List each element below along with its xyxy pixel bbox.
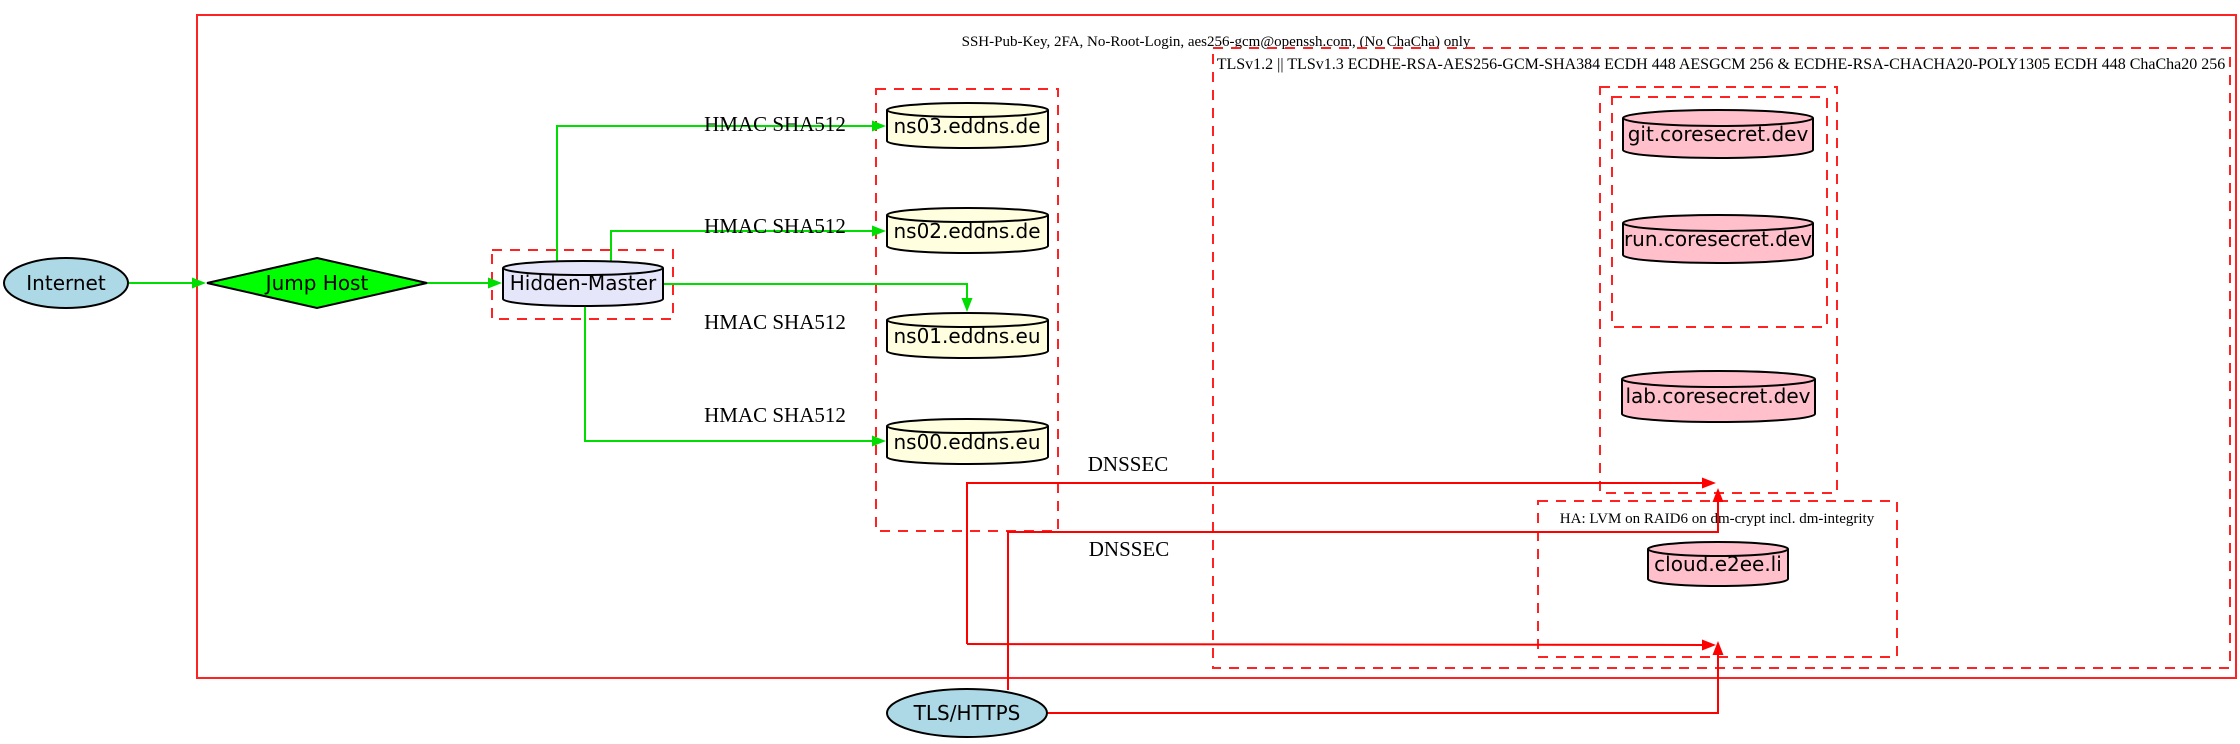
- edge-dnssec-lower: [966, 643, 1703, 646]
- ns00-cylinder-lens: [886, 425, 1049, 434]
- tls-https-label: TLS/HTTPS: [913, 701, 1021, 725]
- edge-label-hmac-ns03: HMAC SHA512: [704, 112, 846, 136]
- internet-label: Internet: [26, 271, 106, 295]
- edge-label-dnssec-2: DNSSEC: [1089, 537, 1170, 561]
- green-edges: [128, 120, 973, 447]
- node-ns01: ns01.eddns.eu: [886, 312, 1049, 359]
- node-run: run.coresecret.dev: [1622, 214, 1814, 264]
- ns01-cylinder-lens: [886, 319, 1049, 328]
- hidden-master-cylinder: [502, 260, 664, 307]
- ns03-cylinder: [886, 102, 1049, 149]
- edge-hm-ns02: [610, 230, 873, 261]
- edge-label-hmac-ns00: HMAC SHA512: [704, 403, 846, 427]
- run-cylinder: [1622, 214, 1814, 264]
- ns03-cylinder-lens: [886, 109, 1049, 118]
- node-tls-https: TLS/HTTPS: [886, 688, 1048, 738]
- jump-host-label: Jump Host: [264, 271, 369, 295]
- cluster-ssh-border: [196, 14, 2237, 679]
- arrowhead-tls-to-coresecret: [1712, 488, 1724, 502]
- arrowhead-dnssec-upper: [1702, 477, 1716, 489]
- lab-label: lab.coresecret.dev: [1625, 384, 1810, 408]
- run-cylinder-lens: [1622, 222, 1814, 232]
- cluster-hidden-master-border: [491, 249, 674, 320]
- node-ns03: ns03.eddns.de: [886, 102, 1049, 149]
- ns02-label: ns02.eddns.de: [893, 219, 1040, 243]
- cluster-dns-border: [875, 88, 1059, 532]
- git-cylinder: [1622, 109, 1814, 159]
- ns01-cylinder: [886, 312, 1049, 359]
- cloud-label: cloud.e2ee.li: [1654, 552, 1782, 576]
- lab-cylinder-lens: [1621, 378, 1816, 388]
- ns02-cylinder-lens: [886, 214, 1049, 223]
- ns01-label: ns01.eddns.eu: [893, 324, 1040, 348]
- arrowhead-hm-ns02: [872, 225, 886, 237]
- ns00-label: ns00.eddns.eu: [893, 430, 1040, 454]
- git-cylinder-lens: [1622, 117, 1814, 127]
- arrowhead-jumphost-hiddenmaster: [488, 277, 502, 289]
- edge-label-hmac-ns01: HMAC SHA512: [704, 310, 846, 334]
- ns02-cylinder: [886, 207, 1049, 254]
- node-hidden-master: Hidden-Master: [502, 260, 664, 307]
- cluster-ha-border: [1537, 500, 1898, 658]
- edge-tls-to-ha: [1047, 654, 1719, 714]
- arrowhead-hm-ns03: [872, 120, 886, 132]
- arrowhead-internet-jumphost: [192, 277, 206, 289]
- edge-hm-ns00: [584, 305, 873, 442]
- lab-cylinder: [1621, 370, 1816, 423]
- hidden-master-label: Hidden-Master: [510, 271, 657, 295]
- cluster-tls: TLSv1.2 || TLSv1.3 ECDHE-RSA-AES256-GCM-…: [1212, 47, 2231, 669]
- cloud-cylinder: [1647, 541, 1789, 587]
- cluster-coresecret-inner-border: [1611, 96, 1828, 328]
- arrowhead-hm-ns00: [872, 435, 886, 447]
- arrowhead-tls-to-ha: [1712, 641, 1724, 655]
- ns00-cylinder: [886, 418, 1049, 465]
- node-lab: lab.coresecret.dev: [1621, 370, 1816, 423]
- cluster-ssh: SSH-Pub-Key, 2FA, No-Root-Login, aes256-…: [196, 14, 2237, 679]
- cluster-tls-border: [1212, 47, 2231, 669]
- edge-tls-to-coresecret: [1007, 501, 1719, 690]
- ns03-label: ns03.eddns.de: [893, 114, 1040, 138]
- red-edges: [966, 477, 1724, 714]
- edge-hm-ns01: [663, 283, 968, 299]
- hidden-master-cylinder-lens: [502, 267, 664, 276]
- edge-hm-ns03: [556, 125, 873, 261]
- node-internet: Internet: [3, 257, 129, 309]
- internet-ellipse: [3, 257, 129, 309]
- node-git: git.coresecret.dev: [1622, 109, 1814, 159]
- arrowhead-hm-ns01: [961, 298, 973, 312]
- node-ns00: ns00.eddns.eu: [886, 418, 1049, 465]
- edge-dnssec-upper: [966, 482, 1702, 644]
- cluster-ssh-label: SSH-Pub-Key, 2FA, No-Root-Login, aes256-…: [962, 34, 1471, 50]
- node-cloud: cloud.e2ee.li: [1647, 541, 1789, 587]
- cluster-tls-label: TLSv1.2 || TLSv1.3 ECDHE-RSA-AES256-GCM-…: [1217, 56, 2226, 73]
- run-label: run.coresecret.dev: [1624, 227, 1812, 251]
- node-jump-host: Jump Host: [206, 256, 428, 310]
- node-ns02: ns02.eddns.de: [886, 207, 1049, 254]
- cloud-cylinder-lens: [1647, 548, 1789, 557]
- git-label: git.coresecret.dev: [1628, 122, 1809, 146]
- arrowhead-dnssec-lower: [1702, 639, 1716, 651]
- edge-label-dnssec-1: DNSSEC: [1088, 452, 1169, 476]
- tls-https-ellipse: [886, 688, 1048, 738]
- jump-host-diamond: [206, 256, 428, 310]
- edge-label-hmac-ns02: HMAC SHA512: [704, 214, 846, 238]
